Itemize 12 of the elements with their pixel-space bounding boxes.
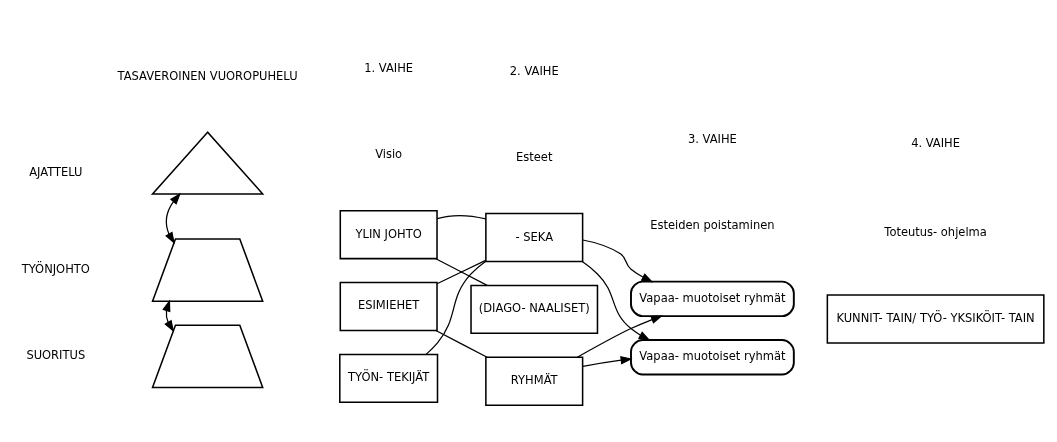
label: Esteet [516, 149, 553, 164]
label: SUORITUS [26, 347, 86, 362]
label: 3. VAIHE [687, 131, 737, 146]
label: AJATTELU [29, 164, 83, 179]
label: Esteiden poistaminen [650, 217, 775, 232]
label: Toteutus- ohjelma [884, 224, 987, 239]
label: Visio [375, 146, 403, 161]
label: 4. VAIHE [911, 135, 961, 150]
label: 2. VAIHE [509, 63, 559, 78]
label: TYÖNJOHTO [21, 261, 90, 276]
label: 1. VAIHE [364, 60, 414, 75]
label: TASAVEROINEN VUOROPUHELU [117, 68, 298, 83]
